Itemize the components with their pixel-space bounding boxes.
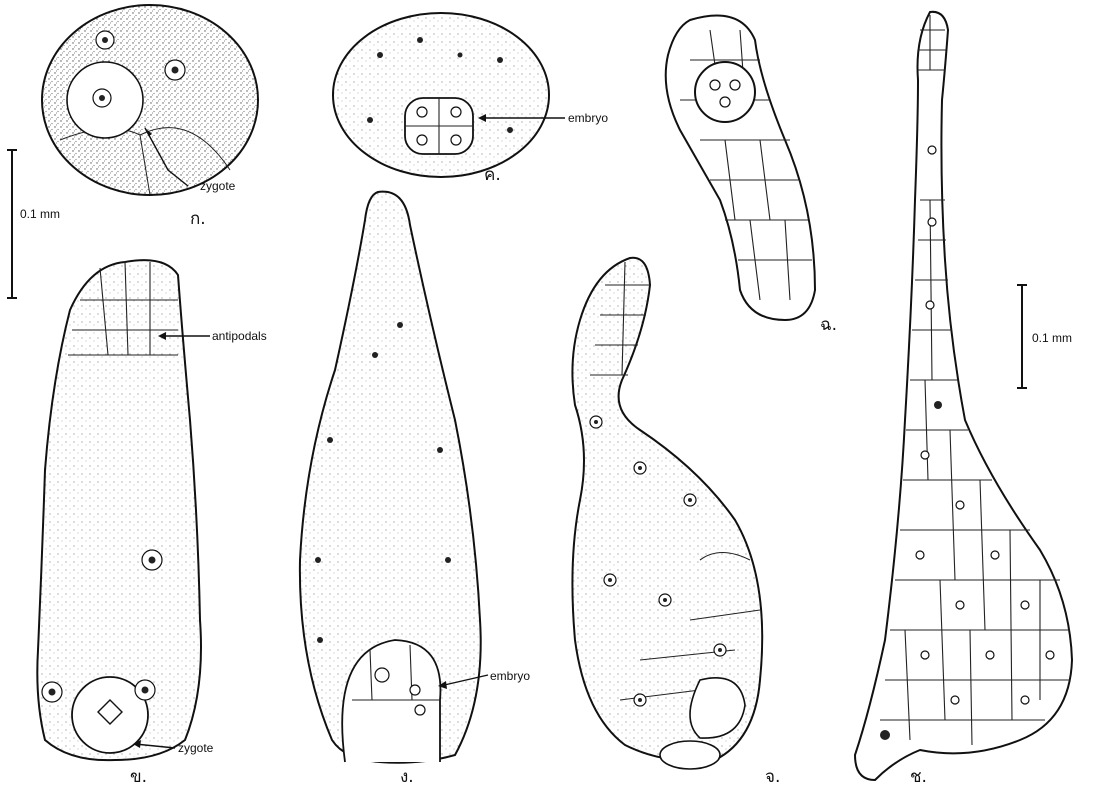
panel-kho-khwai-embryo (405, 98, 473, 154)
panel-letter-kho: ข. (130, 767, 147, 785)
label-zygote-bottom: zygote (178, 741, 214, 755)
panel-cho-ching: ฉ. (666, 16, 837, 336)
label-antipodals: antipodals (212, 329, 267, 343)
label-embryo-bottom: embryo (490, 669, 530, 683)
label-embryo-top: embryo (568, 111, 608, 125)
panel-cho-micropyle (660, 741, 720, 769)
panel-cho-ching-embryo (695, 62, 755, 122)
scale-label-left: 0.1 mm (20, 207, 60, 221)
panel-cho: จ. (572, 258, 780, 785)
label-zygote-top: zygote (200, 179, 236, 193)
panel-ngo: embryo ง. (300, 192, 530, 785)
panel-letter-cho-ching: ฉ. (820, 315, 837, 335)
panel-kho: antipodals zygote ข. (37, 260, 266, 785)
panel-letter-ngo: ง. (400, 767, 414, 785)
panel-letter-ko: ก. (190, 209, 206, 229)
panel-cho-ching-outline (666, 16, 815, 321)
panel-letter-kho-khwai: ค. (484, 165, 501, 185)
panel-letter-cho-chang: ช. (910, 767, 927, 785)
scale-label-right: 0.1 mm (1032, 331, 1072, 345)
scale-bar-right: 0.1 mm (1017, 285, 1072, 388)
panel-kho-khwai: embryo ค. (333, 13, 608, 185)
panel-ko: zygote ก. (42, 5, 258, 229)
panel-cho-chang: ช. (855, 12, 1072, 785)
scale-bar-left: 0.1 mm (7, 150, 60, 298)
panel-letter-cho: จ. (765, 767, 780, 785)
